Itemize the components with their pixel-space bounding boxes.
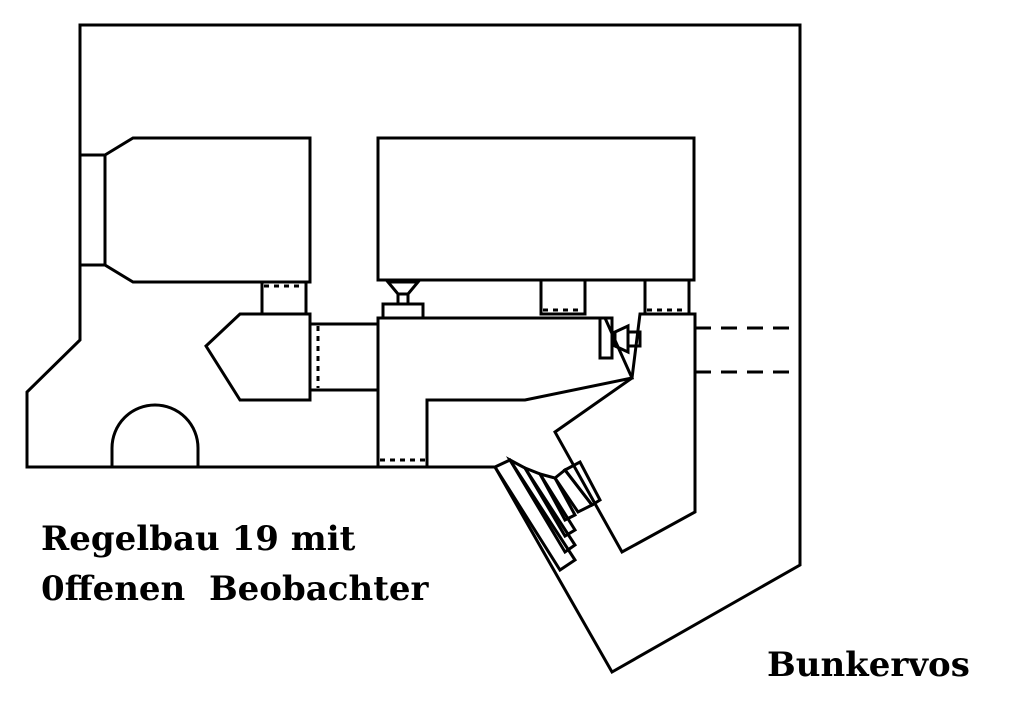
chamber-corridor bbox=[308, 322, 380, 392]
title-line-1: Regelbau 19 mit bbox=[41, 519, 356, 559]
passage-middle bbox=[539, 278, 587, 316]
left-room bbox=[103, 136, 312, 284]
right-upper-room bbox=[376, 136, 696, 282]
observation-chamber bbox=[204, 312, 312, 402]
title-line-2: 0ffenen Beobachter bbox=[41, 569, 429, 609]
embrasure-step-1 bbox=[492, 458, 578, 573]
central-corridor bbox=[376, 316, 635, 469]
lock-fitting-a bbox=[381, 302, 425, 320]
embrasure-step-3 bbox=[521, 464, 578, 539]
embrasure-mount bbox=[562, 459, 602, 507]
lock-fitting-b-funnel bbox=[613, 323, 630, 355]
embrasure-step-2 bbox=[505, 456, 578, 555]
right-passage bbox=[553, 312, 697, 555]
outer-wall bbox=[25, 23, 802, 675]
lock-fitting-b-neck bbox=[626, 330, 642, 348]
lock-fitting-a-funnel bbox=[384, 280, 422, 296]
embrasure-step-4 bbox=[537, 471, 578, 522]
lock-fitting-b bbox=[598, 316, 614, 360]
credit-label: Bunkervos bbox=[767, 645, 970, 685]
lock-fitting-a-neck bbox=[396, 292, 410, 306]
arched-entry bbox=[110, 403, 200, 467]
left-room-entrance bbox=[78, 153, 107, 267]
